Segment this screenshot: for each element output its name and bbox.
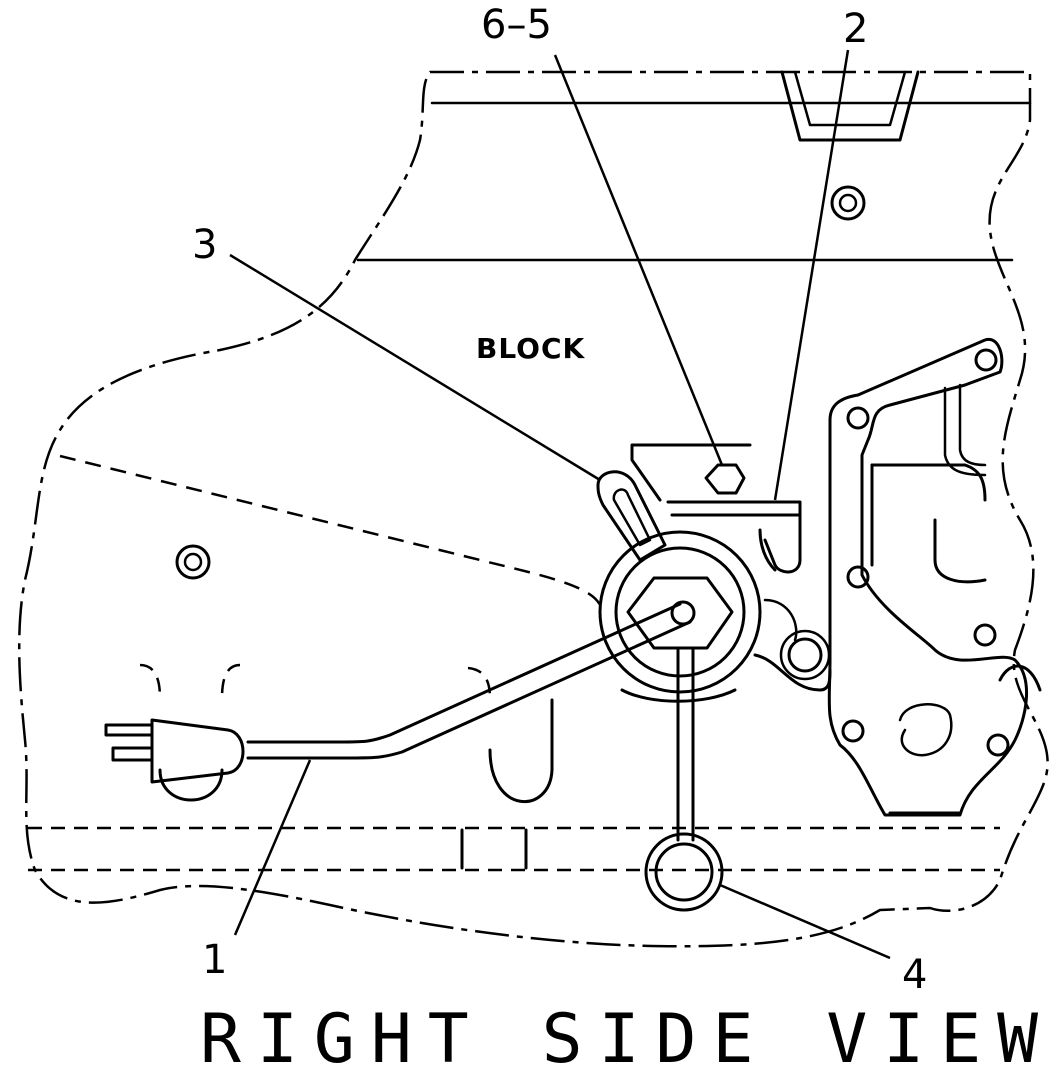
block-hole-upper	[830, 185, 866, 221]
block-hole-left	[175, 544, 211, 580]
front-cover-plate	[827, 337, 1042, 817]
heater-slotted-clamp	[596, 470, 667, 562]
heater-mounting-boss	[598, 530, 762, 703]
callout-6-5: 6–5	[481, 2, 552, 48]
block-interior-lines	[28, 101, 1032, 872]
heater-cord	[246, 600, 696, 760]
temperature-probe	[644, 648, 724, 912]
front-cover-bolts	[841, 348, 1010, 757]
view-title: RIGHT SIDE VIEW	[200, 1000, 1054, 1069]
callout-2: 2	[843, 6, 868, 52]
cylinder-pocket-left	[139, 663, 241, 802]
block-top-notch	[780, 70, 920, 142]
callout-3: 3	[192, 222, 217, 268]
block-label: BLOCK	[476, 332, 586, 365]
bracket-bolt	[704, 463, 746, 495]
electrical-plug	[104, 718, 245, 784]
engine-block-outline	[18, 70, 1049, 948]
cylinder-pocket-center	[467, 666, 554, 803]
callout-1: 1	[202, 937, 227, 983]
callout-4: 4	[902, 952, 927, 998]
leader-lines	[229, 49, 891, 960]
mounting-bracket	[630, 443, 832, 692]
